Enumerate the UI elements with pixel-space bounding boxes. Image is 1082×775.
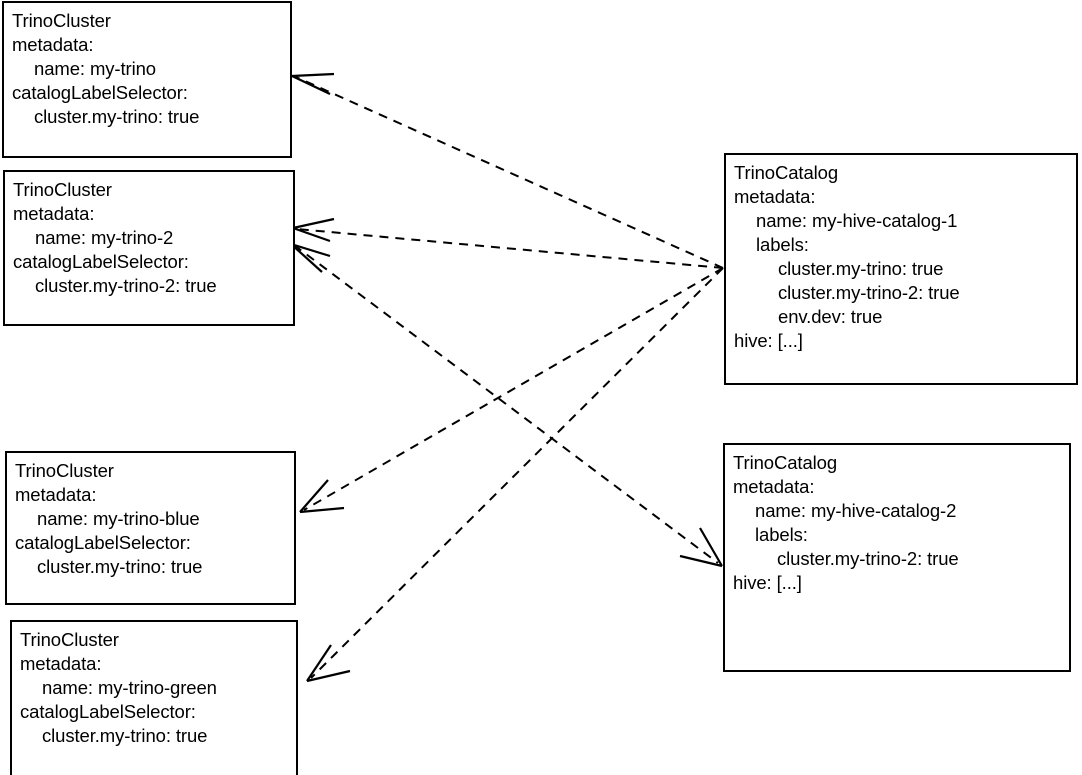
node-line: cluster.my-trino-2: true xyxy=(777,548,959,569)
edge-catalog1-to-my-trino xyxy=(291,72,724,269)
node-line: cluster.my-trino: true xyxy=(778,258,944,279)
node-line: catalogLabelSelector: xyxy=(12,82,188,103)
node-line: TrinoCatalog xyxy=(733,452,838,473)
node-line: catalogLabelSelector: xyxy=(15,532,191,553)
edge-catalog1-to-my-trino-green xyxy=(306,267,724,683)
node-line: name: my-hive-catalog-2 xyxy=(755,500,957,521)
node-trinocluster-my-trino[interactable]: TrinoCluster metadata: name: my-trino ca… xyxy=(2,1,292,158)
node-line: name: my-hive-catalog-1 xyxy=(756,210,958,231)
node-line: metadata: xyxy=(15,484,97,505)
node-line: metadata: xyxy=(734,186,816,207)
node-line: cluster.my-trino: true xyxy=(42,725,208,746)
node-trinocluster-my-trino-blue[interactable]: TrinoCluster metadata: name: my-trino-bl… xyxy=(5,451,296,605)
arrowhead-my-trino-2-secondary xyxy=(290,242,331,273)
node-line: TrinoCluster xyxy=(12,10,111,31)
node-line: TrinoCluster xyxy=(13,179,112,200)
node-line: name: my-trino-blue xyxy=(37,508,200,529)
node-line: cluster.my-trino-2: true xyxy=(778,282,960,303)
node-line: TrinoCluster xyxy=(20,629,119,650)
node-line: env.dev: true xyxy=(778,306,883,327)
node-line: labels: xyxy=(756,234,809,255)
node-trinocatalog-my-hive-catalog-2[interactable]: TrinoCatalog metadata: name: my-hive-cat… xyxy=(723,443,1071,672)
node-line: metadata: xyxy=(13,203,95,224)
node-line: TrinoCatalog xyxy=(734,162,839,183)
node-trinocluster-my-trino-2[interactable]: TrinoCluster metadata: name: my-trino-2 … xyxy=(3,170,295,326)
node-line: catalogLabelSelector: xyxy=(20,701,196,722)
node-line: labels: xyxy=(755,524,808,545)
node-line: cluster.my-trino: true xyxy=(37,556,203,577)
node-line: metadata: xyxy=(12,34,94,55)
node-line: name: my-trino xyxy=(34,58,156,79)
edge-catalog1-to-my-trino-2 xyxy=(292,217,724,269)
node-trinocatalog-my-hive-catalog-1[interactable]: TrinoCatalog metadata: name: my-hive-cat… xyxy=(724,153,1078,385)
node-line: metadata: xyxy=(733,476,815,497)
node-trinocluster-my-trino-green[interactable]: TrinoCluster metadata: name: my-trino-gr… xyxy=(10,620,298,775)
node-line: name: my-trino-green xyxy=(42,677,217,698)
node-line: catalogLabelSelector: xyxy=(13,251,189,272)
node-line: cluster.my-trino-2: true xyxy=(35,275,217,296)
node-line: TrinoCluster xyxy=(15,460,114,481)
edge-catalog2-to-my-trino-2 xyxy=(293,244,723,568)
node-line: cluster.my-trino: true xyxy=(34,106,200,127)
node-line: hive: [...] xyxy=(733,572,802,593)
node-line: hive: [...] xyxy=(734,330,803,351)
node-line: metadata: xyxy=(20,653,102,674)
node-line: name: my-trino-2 xyxy=(35,227,174,248)
edge-catalog1-to-my-trino-blue xyxy=(299,267,724,514)
